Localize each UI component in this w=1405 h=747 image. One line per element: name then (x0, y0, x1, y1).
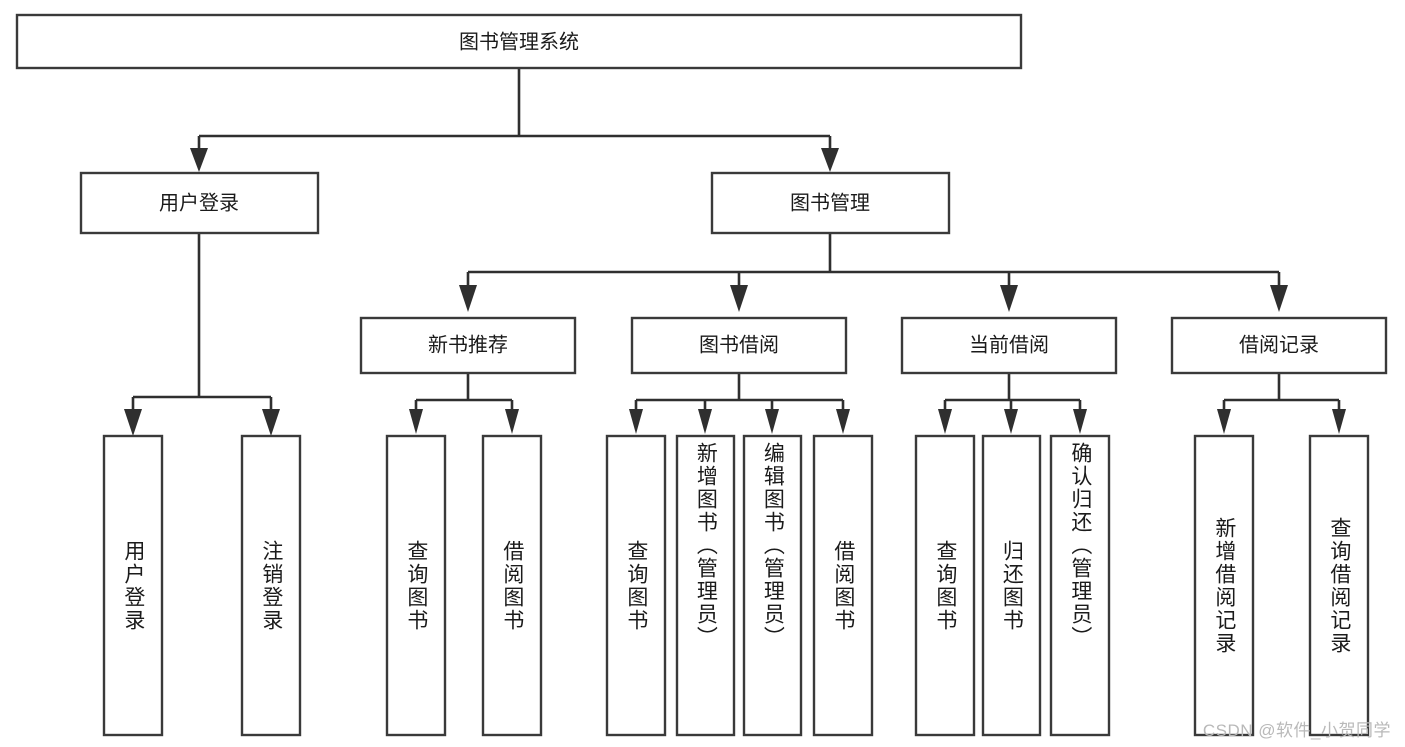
arrowhead-icon (262, 409, 280, 436)
node-new-book-recommend-box[interactable] (359, 316, 577, 375)
arrowhead-icon (1217, 409, 1231, 434)
leaf-box-edit-book-admin[interactable] (742, 434, 803, 737)
node-user-login-label: 用户登录 (159, 191, 239, 214)
node-root-box[interactable] (15, 13, 1023, 70)
connector-borrow-bus (634, 373, 845, 424)
node-user-login[interactable]: 用户登录 (79, 171, 320, 235)
node-book-management-label: 图书管理 (790, 191, 870, 214)
node-borrow-record[interactable]: 借阅记录 (1170, 316, 1388, 375)
arrowhead-icon (938, 409, 952, 434)
node-book-management[interactable]: 图书管理 (710, 171, 951, 235)
arrowhead-icon (698, 409, 712, 434)
leaf-box-borrow-book-1[interactable] (481, 434, 543, 737)
arrowhead-icon (821, 148, 839, 172)
node-book-management-box[interactable] (710, 171, 951, 235)
arrowhead-icon (629, 409, 643, 434)
arrowhead-icon (1073, 409, 1087, 434)
node-borrow-record-label: 借阅记录 (1239, 333, 1319, 356)
connector-record-bus (1222, 373, 1341, 424)
arrowhead-icon (459, 285, 477, 312)
connector-userlogin-bus (131, 234, 273, 424)
leaf-box-logout[interactable] (240, 434, 302, 737)
leaf-box-query-book-1[interactable] (385, 434, 447, 737)
connector-bookmgmt-bus (466, 234, 1281, 302)
leaf-box-add-book-admin[interactable] (675, 434, 736, 737)
node-root[interactable]: 图书管理系统 (15, 13, 1023, 70)
leaf-box-query-book-3[interactable] (914, 434, 976, 737)
node-root-label: 图书管理系统 (459, 30, 579, 53)
leaf-box-add-borrow-record[interactable] (1193, 434, 1255, 737)
connector-root-bus (197, 68, 832, 162)
arrowhead-icon (124, 409, 142, 436)
arrowheads-layer (124, 148, 1346, 436)
leaf-box-confirm-return-admin[interactable] (1049, 434, 1111, 737)
arrowhead-icon (409, 409, 423, 434)
arrowhead-icon (1004, 409, 1018, 434)
leaf-box-return-book[interactable] (981, 434, 1042, 737)
node-current-borrow-box[interactable] (900, 316, 1118, 375)
leaf-box-borrow-book-2[interactable] (812, 434, 874, 737)
node-book-borrow-label: 图书借阅 (699, 333, 779, 356)
leaf-box-query-borrow-record[interactable] (1308, 434, 1370, 737)
leaf-nodes-layer (102, 434, 1370, 737)
arrowhead-icon (505, 409, 519, 434)
node-book-borrow[interactable]: 图书借阅 (630, 316, 848, 375)
leaf-box-query-book-2[interactable] (605, 434, 667, 737)
node-new-book-recommend-label: 新书推荐 (428, 333, 508, 356)
connector-newbook-bus (414, 373, 514, 424)
csdn-watermark: CSDN @软件_小贺同学 (1202, 721, 1391, 740)
arrowhead-icon (836, 409, 850, 434)
leaf-box-user-login[interactable] (102, 434, 164, 737)
node-book-borrow-box[interactable] (630, 316, 848, 375)
arrowhead-icon (730, 285, 748, 312)
node-new-book-recommend[interactable]: 新书推荐 (359, 316, 577, 375)
arrowhead-icon (1000, 285, 1018, 312)
node-borrow-record-box[interactable] (1170, 316, 1388, 375)
node-current-borrow-label: 当前借阅 (969, 333, 1049, 356)
arrowhead-icon (190, 148, 208, 172)
node-current-borrow[interactable]: 当前借阅 (900, 316, 1118, 375)
arrowhead-icon (1332, 409, 1346, 434)
arrowhead-icon (765, 409, 779, 434)
arrowhead-icon (1270, 285, 1288, 312)
node-user-login-box[interactable] (79, 171, 320, 235)
